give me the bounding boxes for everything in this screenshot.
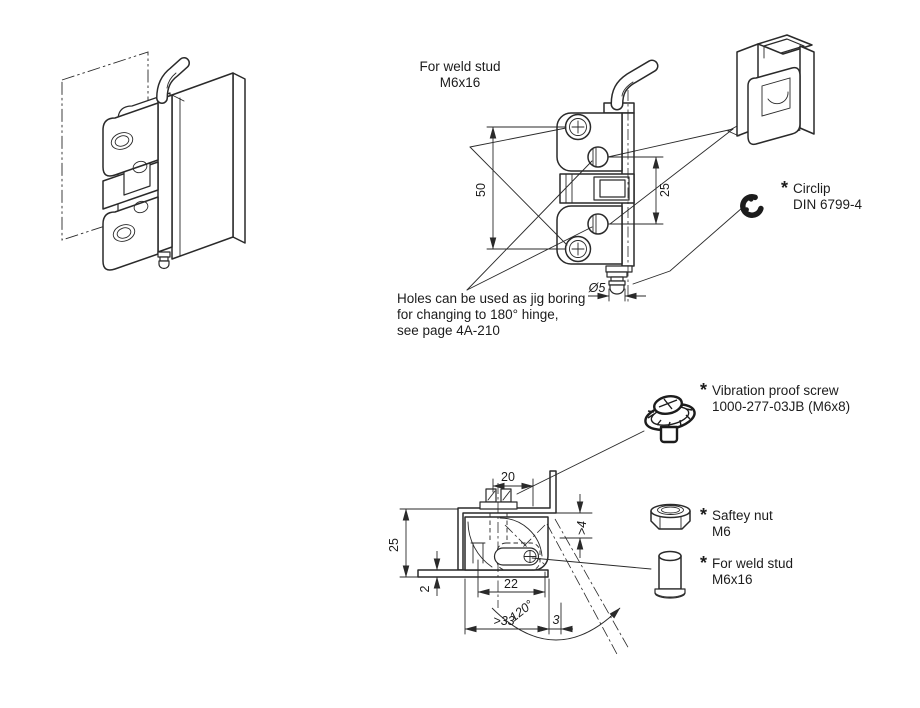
note-jig-boring-line2: for changing to 180° hinge, [397, 307, 559, 322]
iso-view-bracket-detail [736, 34, 815, 146]
dim-opening-angle-120: 120° [507, 597, 536, 624]
vibration-screw-name: Vibration proof screw [712, 383, 839, 398]
note-jig-boring-line3: see page 4A-210 [397, 323, 500, 338]
vibration-screw-asterisk: * [700, 380, 708, 400]
side-view-hinge-bracket: 20 25 2 22 >33 3 120° >4 [387, 430, 652, 657]
circlip-spec: DIN 6799-4 [793, 197, 863, 212]
dim-clearance-4: >4 [575, 521, 589, 535]
safety-nut-icon [650, 503, 691, 530]
dim-offset-3: 3 [553, 613, 560, 627]
dim-slot-length-22: 22 [504, 577, 518, 591]
callout-weld-stud-line2: M6x16 [439, 75, 481, 90]
dim-min-depth-33: >33 [493, 614, 514, 628]
vibration-screw-spec: 1000-277-03JB (M6x8) [712, 399, 851, 414]
front-view-hinge: 50 25 Ø5 [466, 59, 743, 302]
label-safety-nut: * Saftey nut M6 [700, 505, 773, 540]
vibration-proof-screw-icon [644, 394, 696, 444]
safety-nut-name: Saftey nut [712, 508, 773, 523]
dim-jig-spacing-25: 25 [658, 183, 672, 197]
iso-view-hinge-on-panel [61, 51, 246, 271]
label-vibration-proof-screw: * Vibration proof screw 1000-277-03JB (M… [700, 380, 851, 415]
dim-hole-spacing-50: 50 [474, 183, 488, 197]
weld-stud-name: For weld stud [712, 556, 794, 571]
safety-nut-asterisk: * [700, 505, 708, 525]
label-weld-stud: * For weld stud M6x16 [700, 553, 794, 588]
safety-nut-spec: M6 [712, 524, 731, 539]
weld-stud-spec: M6x16 [712, 572, 753, 587]
circlip-name: Circlip [793, 181, 831, 196]
dim-top-width-20: 20 [501, 470, 515, 484]
circlip-asterisk: * [781, 178, 789, 198]
weld-stud-icon [654, 550, 686, 599]
callout-weld-stud-line1: For weld stud [419, 59, 501, 74]
callout-weld-stud: For weld stud M6x16 [402, 59, 518, 91]
note-jig-boring: Holes can be used as jig boring for chan… [397, 291, 585, 339]
dim-sheet-thickness-2: 2 [418, 585, 432, 592]
dim-pin-diameter: Ø5 [588, 281, 606, 295]
weld-stud-asterisk: * [700, 553, 708, 573]
dim-height-25: 25 [387, 538, 401, 552]
circlip-icon [740, 194, 764, 218]
note-jig-boring-line1: Holes can be used as jig boring [397, 291, 586, 306]
label-circlip: * Circlip DIN 6799-4 [781, 178, 863, 213]
